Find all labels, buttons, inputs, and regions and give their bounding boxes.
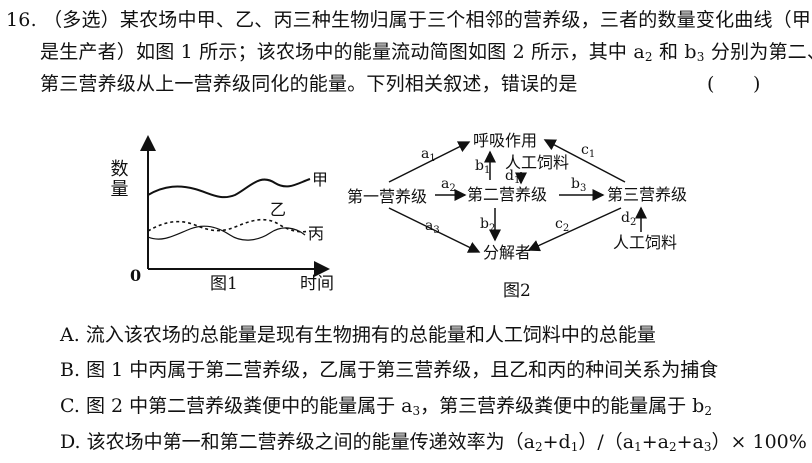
label-b1: b1 <box>475 158 490 176</box>
question-number: 16. <box>6 9 37 31</box>
option-letter: B. <box>60 359 81 381</box>
arrow-c1 <box>543 139 626 183</box>
curve-bing <box>147 225 306 241</box>
label-a2: a2 <box>441 176 456 194</box>
label-d1: d1 <box>505 168 520 186</box>
origin-label: 0 <box>130 266 141 285</box>
option-c[interactable]: C. 图 2 中第二营养级粪便中的能量属于 a3，第三营养级粪便中的能量属于 b… <box>60 394 712 418</box>
series-label-yi: 乙 <box>270 200 286 219</box>
node-third-level: 第三营养级 <box>607 185 687 204</box>
stem-text: 第三营养级从上一营养级同化的能量。下列相关叙述，错误的是 <box>40 73 578 95</box>
figure-1-population-curves: 数量 时间 0 图1 甲 乙 丙 <box>110 135 334 294</box>
label-c1: c1 <box>581 142 595 160</box>
stem-text: 分别为第二、 <box>710 41 812 63</box>
x-axis-label: 时间 <box>300 274 334 294</box>
subscript: 2 <box>644 50 653 64</box>
y-axis-label: 数量 <box>110 159 129 199</box>
question-line-3: 第三营养级从上一营养级同化的能量。下列相关叙述，错误的是 ( ) <box>40 72 760 96</box>
option-letter: C. <box>60 395 80 417</box>
option-text: 流入该农场的总能量是现有生物拥有的总能量和人工饲料中的总能量 <box>85 324 656 346</box>
label-d2: d2 <box>621 210 636 228</box>
option-a[interactable]: A. 流入该农场的总能量是现有生物拥有的总能量和人工饲料中的总能量 <box>60 323 656 347</box>
figure-2-energy-flow-diagram: 呼吸作用 第一营养级 第二营养级 第三营养级 分解者 人工饲料 人工饲料 图2 … <box>347 131 687 301</box>
node-respiration: 呼吸作用 <box>473 131 537 150</box>
option-text: 该农场中第一和第二营养级之间的能量传递效率为（a2+d1）/（a1+a2+a3）… <box>86 431 807 454</box>
arrow-a1 <box>388 141 471 183</box>
series-label-jia: 甲 <box>312 170 328 189</box>
question-line-2: 是生产者）如图 1 所示；该农场中的能量流动简图如图 2 所示，其中 a2 和 … <box>40 40 812 64</box>
label-c2: c2 <box>555 216 569 234</box>
node-feed-top: 人工饲料 <box>505 153 569 172</box>
subscript: 3 <box>696 50 705 64</box>
node-feed-bottom: 人工饲料 <box>613 233 677 252</box>
curve-jia <box>147 178 311 199</box>
series-label-bing: 丙 <box>308 224 324 243</box>
question-line-1: 16. （多选）某农场中甲、乙、丙三种生物归属于三个相邻的营养级，三者的数量变化… <box>6 8 811 32</box>
label-a3: a3 <box>425 218 440 236</box>
stem-text: 是生产者）如图 1 所示；该农场中的能量流动简图如图 2 所示，其中 a <box>40 41 645 63</box>
option-text: 图 1 中丙属于第二营养级，乙属于第三营养级，且乙和丙的种间关系为捕食 <box>86 359 719 381</box>
option-letter: A. <box>60 324 80 346</box>
question-stem-line-1: （多选）某农场中甲、乙、丙三种生物归属于三个相邻的营养级，三者的数量变化曲线（甲 <box>43 9 812 31</box>
option-letter: D. <box>60 431 81 453</box>
node-decomposer: 分解者 <box>483 243 531 262</box>
figure-2-caption: 图2 <box>503 281 531 301</box>
node-second-level: 第二营养级 <box>467 185 547 204</box>
label-b2: b2 <box>480 216 495 234</box>
node-first-level: 第一营养级 <box>347 187 427 206</box>
label-b3: b3 <box>571 176 586 194</box>
arrow-a3 <box>388 207 481 253</box>
label-a1: a1 <box>421 146 436 164</box>
stem-text: 和 b <box>652 41 697 63</box>
answer-parentheses: ( ) <box>707 73 761 95</box>
arrow-c2 <box>527 207 622 252</box>
option-d[interactable]: D. 该农场中第一和第二营养级之间的能量传递效率为（a2+d1）/（a1+a2+… <box>60 430 807 454</box>
curve-yi <box>147 218 311 233</box>
figure-1-caption: 图1 <box>210 274 238 294</box>
option-b[interactable]: B. 图 1 中丙属于第二营养级，乙属于第三营养级，且乙和丙的种间关系为捕食 <box>60 358 718 382</box>
option-text: 图 2 中第二营养级粪便中的能量属于 a3，第三营养级粪便中的能量属于 b2 <box>85 395 712 418</box>
